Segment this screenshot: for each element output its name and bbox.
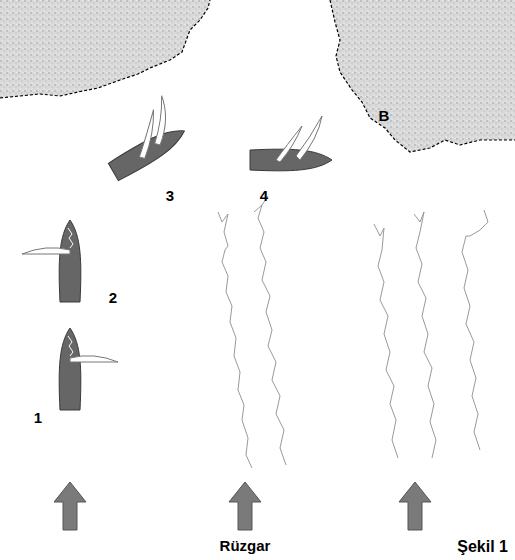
callout-number: 2 [109,290,117,307]
figure-caption: Şekil 1 [457,538,508,556]
coastline [330,0,515,152]
callout-number: 1 [34,410,42,427]
wind-label: Rüzgar [220,538,271,555]
wind-arrow [399,482,431,530]
callout-number: 3 [166,188,174,205]
callout-number: 4 [260,188,268,205]
sailboat [92,95,189,182]
point-label: B [379,108,390,125]
sailboat [59,328,118,410]
wind-arrow [54,482,86,530]
wind-streaks [218,196,488,468]
sailboat [22,220,81,302]
wind-arrow [229,482,261,530]
land-left [0,0,210,98]
sailboat [250,116,332,171]
land-right [330,0,515,152]
coastline [0,0,210,98]
